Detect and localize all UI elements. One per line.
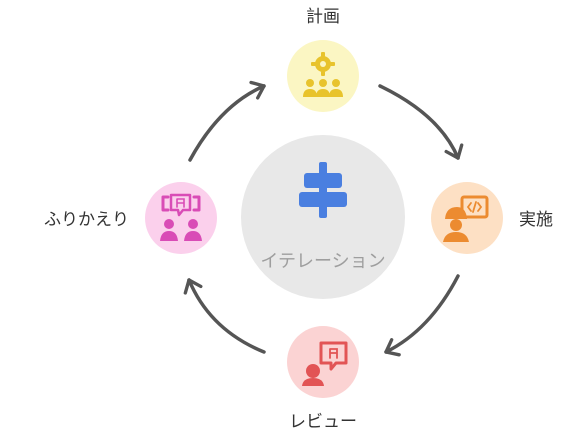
arrow-review-to-retro: [183, 278, 266, 354]
step-label-plan: 計画: [306, 7, 340, 27]
align-center-icon: [299, 162, 347, 218]
team-gear-icon: [303, 52, 343, 97]
person-feedback-icon: [302, 341, 348, 386]
arrow-plan-to-impl: [378, 84, 464, 160]
retro-circle: [145, 182, 217, 254]
step-label-retrospective: ふりかえり: [44, 210, 129, 230]
team-discussion-icon: [160, 193, 202, 241]
developer-code-icon: [443, 195, 489, 242]
arrow-retro-to-plan: [188, 80, 266, 162]
step-label-implementation: 実施: [519, 210, 553, 230]
step-label-review: レビュー: [289, 412, 357, 432]
arrow-impl-to-review: [384, 274, 460, 357]
center-label: イテレーション: [260, 251, 386, 272]
